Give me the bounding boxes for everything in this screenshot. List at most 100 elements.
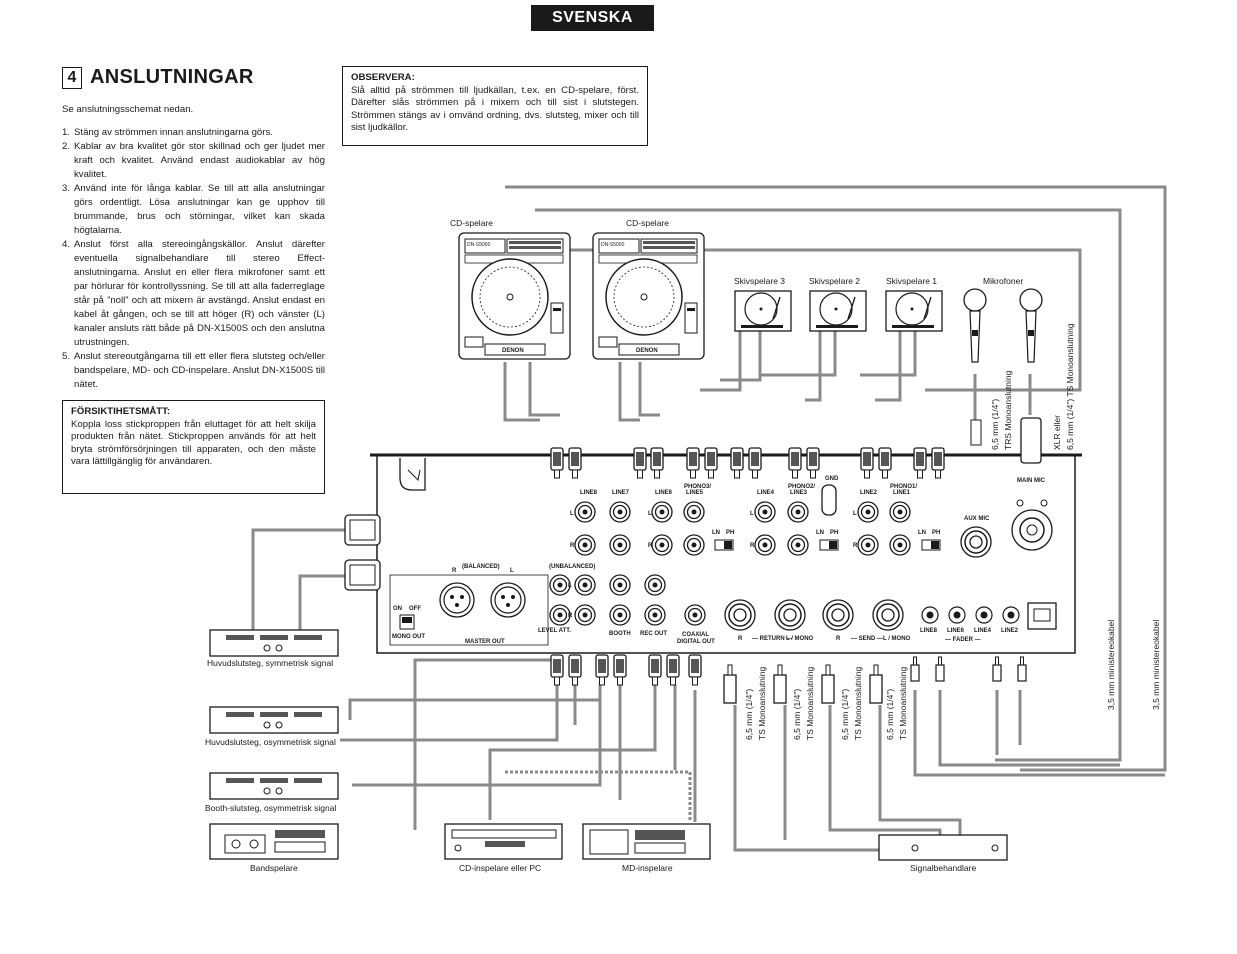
svg-text:PHONO3/: PHONO3/ [684, 484, 711, 490]
svg-text:XLR eller: XLR eller [1052, 415, 1062, 450]
phono-line-switches [714, 539, 941, 551]
svg-text:LN: LN [816, 530, 824, 536]
precautions-body: Koppla loss stickproppen från eluttaget … [71, 418, 316, 468]
svg-text:MASTER OUT: MASTER OUT [465, 639, 505, 645]
svg-text:R: R [648, 543, 653, 549]
svg-text:6,5 mm (1/4"): 6,5 mm (1/4") [885, 689, 895, 740]
main-mic-jack [1011, 499, 1053, 551]
svg-text:6,5 mm (1/4"): 6,5 mm (1/4") [990, 399, 1000, 450]
svg-text:DIGITAL OUT: DIGITAL OUT [677, 639, 715, 645]
svg-text:6,5 mm (1/4") TS Monoanslutnin: 6,5 mm (1/4") TS Monoanslutning [1065, 323, 1075, 450]
svg-text:L: L [570, 511, 574, 517]
notice-body: Slå alltid på strömmen till ljudkällan, … [351, 84, 639, 134]
coaxial-digital-out-jack [684, 604, 706, 626]
language-tab: SVENSKA [531, 5, 654, 31]
device-label: CD-inspelare eller PC [459, 863, 541, 873]
device-label: Skivspelare 1 [886, 276, 937, 286]
device-label: MD-inspelare [622, 863, 673, 873]
step-text: Använd inte för långa kablar. Se till at… [74, 183, 325, 236]
step-number: 1. [62, 127, 71, 138]
tape-deck-icon [209, 823, 339, 860]
svg-text:LINE5: LINE5 [686, 490, 704, 496]
svg-text:MONO OUT: MONO OUT [392, 634, 425, 640]
xlr-plug-icon [344, 514, 381, 591]
device-label: Skivspelare 2 [809, 276, 860, 286]
list-item: 1.Stäng av strömmen innan anslutningarna… [62, 126, 325, 140]
svg-text:L / MONO: L / MONO [883, 636, 911, 642]
trs-plug-icon [970, 419, 982, 446]
svg-text:LINE8: LINE8 [920, 628, 938, 634]
svg-text:R: R [570, 543, 575, 549]
aux-mic-jack [960, 526, 992, 558]
svg-text:3,5 mm ministereokabel: 3,5 mm ministereokabel [1151, 620, 1161, 710]
device-label: CD-spelare [626, 218, 669, 228]
svg-text:L: L [648, 511, 652, 517]
cd-player-right-icon [592, 232, 705, 360]
cd-player-left-icon [458, 232, 571, 360]
svg-text:R: R [452, 568, 457, 574]
svg-text:PH: PH [726, 530, 734, 536]
svg-text:6,5 mm (1/4"): 6,5 mm (1/4") [744, 689, 754, 740]
svg-text:R: R [738, 636, 743, 642]
svg-text:PHONO2/: PHONO2/ [788, 484, 815, 490]
xlr-mic-plug-icon [1020, 417, 1042, 464]
device-label: CD-spelare [450, 218, 493, 228]
svg-text:(UNBALANCED): (UNBALANCED) [549, 564, 595, 570]
list-item: 3.Använd inte för långa kablar. Se till … [62, 182, 325, 238]
step-number: 3. [62, 183, 71, 194]
turntable-3-icon [734, 290, 792, 332]
precautions-box: FÖRSIKTIHETSMÅTT: Koppla loss stickpropp… [62, 400, 325, 494]
svg-text:MAIN MIC: MAIN MIC [1017, 478, 1046, 484]
list-item: 2.Kablar av bra kvalitet gör stor skilln… [62, 140, 325, 182]
svg-text:LEVEL ATT.: LEVEL ATT. [538, 628, 571, 634]
svg-text:(BALANCED): (BALANCED) [462, 564, 500, 570]
signal-processor-icon [878, 834, 1008, 861]
brand-logo: DENON [636, 348, 658, 354]
device-label: Bandspelare [250, 863, 298, 873]
svg-text:LINE4: LINE4 [974, 628, 992, 634]
svg-text:AUX MIC: AUX MIC [964, 516, 990, 522]
svg-text:PH: PH [932, 530, 940, 536]
master-out-xlr-right [439, 582, 475, 618]
amplifier-asymmetric-icon [209, 706, 339, 734]
svg-text:PH: PH [830, 530, 838, 536]
svg-text:LINE8: LINE8 [580, 490, 598, 496]
step-text: Kablar av bra kvalitet gör stor skillnad… [74, 141, 325, 180]
svg-text:R: R [568, 613, 573, 619]
device-label: Huvudslutsteg, symmetrisk signal [207, 658, 333, 668]
device-label: Booth-slutsteg, osymmetrisk signal [205, 803, 336, 813]
list-item: 4.Anslut först alla stereoingångskällor.… [62, 238, 325, 350]
svg-text:R: R [853, 543, 858, 549]
microphone-2-icon [1019, 288, 1043, 363]
svg-text:L: L [853, 511, 857, 517]
section-heading: 4 ANSLUTNINGAR [62, 66, 254, 89]
svg-text:LINE2: LINE2 [860, 490, 878, 496]
svg-text:LINE1: LINE1 [893, 490, 911, 496]
brand-logo: DENON [502, 348, 524, 354]
svg-text:BOOTH: BOOTH [609, 631, 631, 637]
svg-text:3,5 mm ministereokabel: 3,5 mm ministereokabel [1106, 620, 1116, 710]
svg-text:COAXIAL: COAXIAL [682, 632, 709, 638]
svg-text:LINE7: LINE7 [612, 490, 630, 496]
output-connector-row [550, 654, 1027, 704]
master-out-xlr-left [490, 582, 526, 618]
list-item: 5.Anslut stereoutgångarna till ett eller… [62, 350, 325, 392]
precautions-title: FÖRSIKTIHETSMÅTT: [71, 406, 171, 417]
svg-text:L: L [510, 568, 514, 574]
instruction-list: 1.Stäng av strömmen innan anslutningarna… [62, 126, 325, 392]
svg-text:— SEND —: — SEND — [851, 636, 883, 642]
svg-text:TS Monoanslutning: TS Monoanslutning [898, 666, 908, 740]
svg-text:R: R [836, 636, 841, 642]
svg-text:R: R [750, 543, 755, 549]
svg-text:REC OUT: REC OUT [640, 631, 667, 637]
svg-text:L: L [568, 583, 572, 589]
svg-text:L: L [750, 511, 754, 517]
svg-text:— RETURN —: — RETURN — [752, 636, 792, 642]
svg-text:OFF: OFF [409, 606, 421, 612]
section-title: ANSLUTNINGAR [90, 66, 254, 88]
step-number: 5. [62, 351, 71, 362]
svg-text:6,5 mm (1/4"): 6,5 mm (1/4") [792, 689, 802, 740]
svg-text:TRS Monoanslutning: TRS Monoanslutning [1003, 370, 1013, 450]
intro-text: Se anslutningsschemat nedan. [62, 104, 194, 115]
